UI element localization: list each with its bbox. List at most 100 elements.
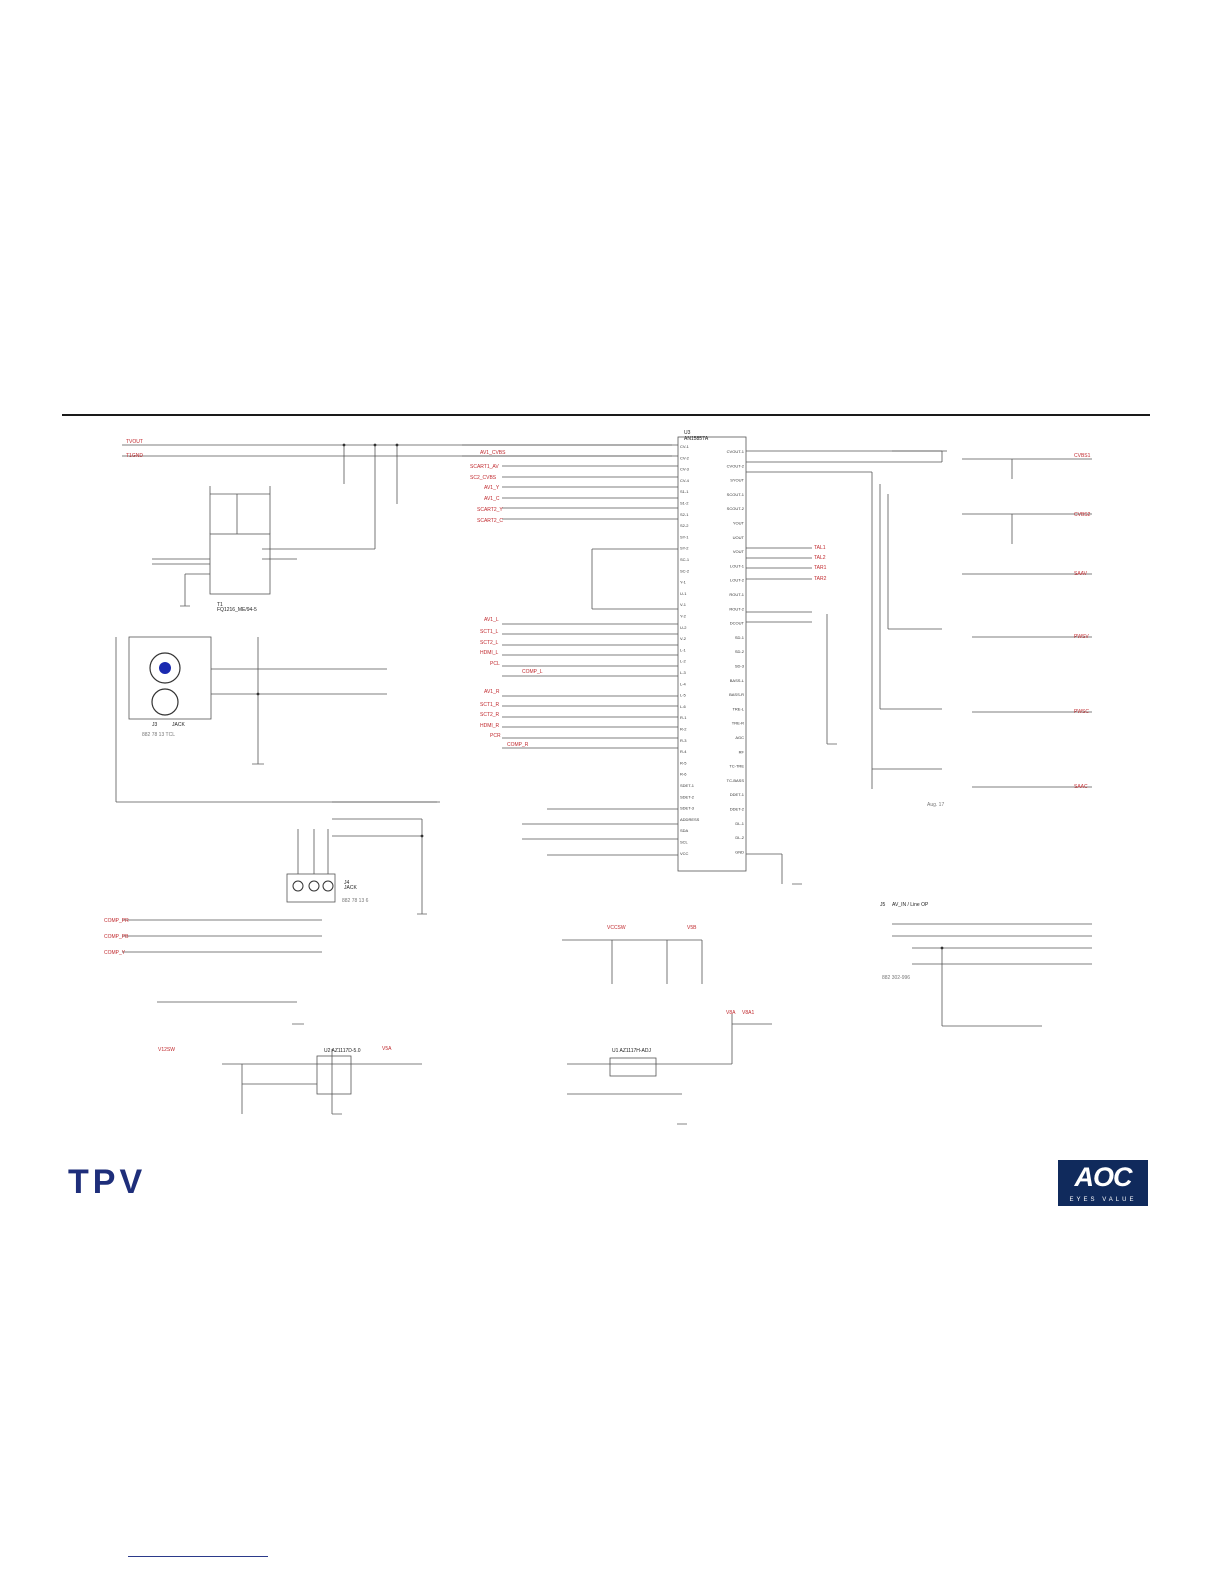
net-t1gnd: T1GND xyxy=(126,453,143,459)
ic-left-pin: VCC xyxy=(680,851,689,856)
net-tal2: TAL2 xyxy=(814,555,826,561)
net-av1-cvbs: AV1_CVBS xyxy=(480,450,506,456)
ic-right-pin: BASS-L xyxy=(730,678,745,683)
ic-left-pin: U-1 xyxy=(680,591,687,596)
ic-left-pin: S2-1 xyxy=(680,512,689,517)
ic-right-pin: SD-2 xyxy=(735,649,745,654)
ic-left-pin: U-2 xyxy=(680,625,687,630)
jack-j3-name: JACK xyxy=(172,722,185,728)
ic-right-pin: CVOUT-2 xyxy=(727,463,745,468)
net-hdmi-r: HDMI_R xyxy=(480,723,500,729)
net-cvbs2: CVBS2 xyxy=(1074,512,1091,518)
ic-left-pin: CV-1 xyxy=(680,444,690,449)
ic-right-pin: TRE-R xyxy=(732,721,744,726)
ic-left-pin: SCL xyxy=(680,840,689,845)
ic-right-pin: DDET-1 xyxy=(730,792,745,797)
ic-left-pin: R-6 xyxy=(680,772,687,777)
ic-right-pin: YOUT xyxy=(733,521,745,526)
ic-right-pin: UOUT xyxy=(733,535,745,540)
ic-right-pin: DL-1 xyxy=(735,821,744,826)
ic-right-pin: LOUT-1 xyxy=(730,563,745,568)
ic-right-pin: DDET-2 xyxy=(730,807,745,812)
footer-link-underline xyxy=(128,1556,268,1557)
ic-left-pin: L-1 xyxy=(680,647,687,652)
ic-left-pin: L-5 xyxy=(680,693,687,698)
net-hdmi-l: HDMI_L xyxy=(480,650,499,656)
aoc-logo: AOC EYES VALUE xyxy=(1058,1160,1148,1206)
side-label: Aug. 17 xyxy=(927,802,944,808)
ic-left-pin: SDET-3 xyxy=(680,806,695,811)
net-sct1-r: SCT1_R xyxy=(480,702,500,708)
ic-right-pin: SD-1 xyxy=(735,635,745,640)
jack-j4-part: 882 78 13 6 xyxy=(342,898,369,904)
ic-left-pin: Y-2 xyxy=(680,614,687,619)
ic-right-pin: VOUT xyxy=(733,549,745,554)
ic-left-pin: SDA xyxy=(680,828,689,833)
net-scart1-av: SCART1_AV xyxy=(470,464,499,470)
ic-left-pin: S1-2 xyxy=(680,501,689,506)
ic-right-pin: ROUT-1 xyxy=(729,592,744,597)
net-pwsv: PWSV xyxy=(1074,634,1089,640)
net-av1-c: AV1_C xyxy=(484,496,500,502)
jack-j5-title: AV_IN / Line OP xyxy=(892,902,929,908)
aoc-logo-text: AOC xyxy=(1074,1162,1133,1192)
net-tar2: TAR2 xyxy=(814,576,827,582)
ic-right-pin: TC-BASS xyxy=(727,778,745,783)
ic-left-pin: S2-2 xyxy=(680,523,689,528)
ic-left-pin: S1-1 xyxy=(680,489,689,494)
ic-right-pin: DCOUT xyxy=(730,621,745,626)
ic-left-pin: R-2 xyxy=(680,727,687,732)
net-comp-pr: COMP_PR xyxy=(104,918,129,924)
ic-left-pin: R-4 xyxy=(680,749,687,754)
tuner-part-label: FQ1216_ME/94-5 xyxy=(217,607,257,613)
ic-left-pin: SDET-1 xyxy=(680,783,695,788)
ic-left-pin: ADDRESS xyxy=(680,817,700,822)
ic-left-pin: L-3 xyxy=(680,670,687,675)
ic-ref-label: U3 xyxy=(684,430,691,436)
net-v8a: V8A xyxy=(726,1010,736,1016)
ic-left-pin: V-2 xyxy=(680,636,687,641)
ic-left-pin: SY-2 xyxy=(680,546,689,551)
net-cvbs1: CVBS1 xyxy=(1074,453,1091,459)
net-v5b: V5B xyxy=(687,925,697,931)
net-vccsw: VCCSW xyxy=(607,925,626,931)
jack-j4-name: JACK xyxy=(344,885,357,891)
tpv-logo-text: TPV xyxy=(68,1163,146,1200)
ic-left-pin: SC-1 xyxy=(680,557,690,562)
schematic-diagram: U3 AN15857A T1 FQ1216_ME/94-5 J3 JACK 88… xyxy=(104,430,1092,1125)
ic-right-pin: DL-2 xyxy=(735,835,744,840)
ic-left-pin: L-6 xyxy=(680,704,687,709)
jack-j5-ref: J5 xyxy=(880,902,886,908)
ic-left-pin: CV-3 xyxy=(680,467,690,472)
ic-right-pin: ROUT-2 xyxy=(729,606,744,611)
net-v12sw: V12SW xyxy=(158,1047,175,1053)
regulator-u1-label: U1 AZ1117H-ADJ xyxy=(612,1048,651,1054)
ic-right-pin: LOUT-2 xyxy=(730,578,745,583)
ic-left-pin: R-1 xyxy=(680,715,687,720)
net-scart2-y: SCART2_Y xyxy=(477,507,503,513)
ic-right-pin: RF xyxy=(739,749,745,754)
jack-j5-part: 882 302-996 xyxy=(882,975,910,981)
net-comp-pb: COMP_PB xyxy=(104,934,129,940)
net-tar1: TAR1 xyxy=(814,565,827,571)
ic-left-pin: CV-2 xyxy=(680,455,690,460)
net-comp-r: COMP_R xyxy=(507,742,529,748)
aoc-tagline: EYES VALUE xyxy=(1069,1197,1137,1203)
net-saac: SAAC xyxy=(1074,784,1088,790)
net-tvout: TVOUT xyxy=(126,439,143,445)
ic-right-pin: AGC xyxy=(735,735,744,740)
ic-right-pin: TC-TRE xyxy=(729,764,744,769)
net-sc2-cvbs: SC2_CVBS xyxy=(470,475,497,481)
ic-left-pin: V-1 xyxy=(680,602,687,607)
net-pwsc: PWSC xyxy=(1074,709,1089,715)
ic-left-pin: L-2 xyxy=(680,659,687,664)
ic-right-pin: GND xyxy=(735,849,744,854)
net-v8a1: V8A1 xyxy=(742,1010,754,1016)
ic-left-pin: SY-1 xyxy=(680,534,689,539)
ic-right-pin: SCOUT-1 xyxy=(727,492,745,497)
ic-left-pin: CV-4 xyxy=(680,478,690,483)
ic-part-label: AN15857A xyxy=(684,436,709,442)
net-av1-y: AV1_Y xyxy=(484,485,500,491)
net-av1-r: AV1_R xyxy=(484,689,500,695)
net-pcr: PCR xyxy=(490,733,501,739)
